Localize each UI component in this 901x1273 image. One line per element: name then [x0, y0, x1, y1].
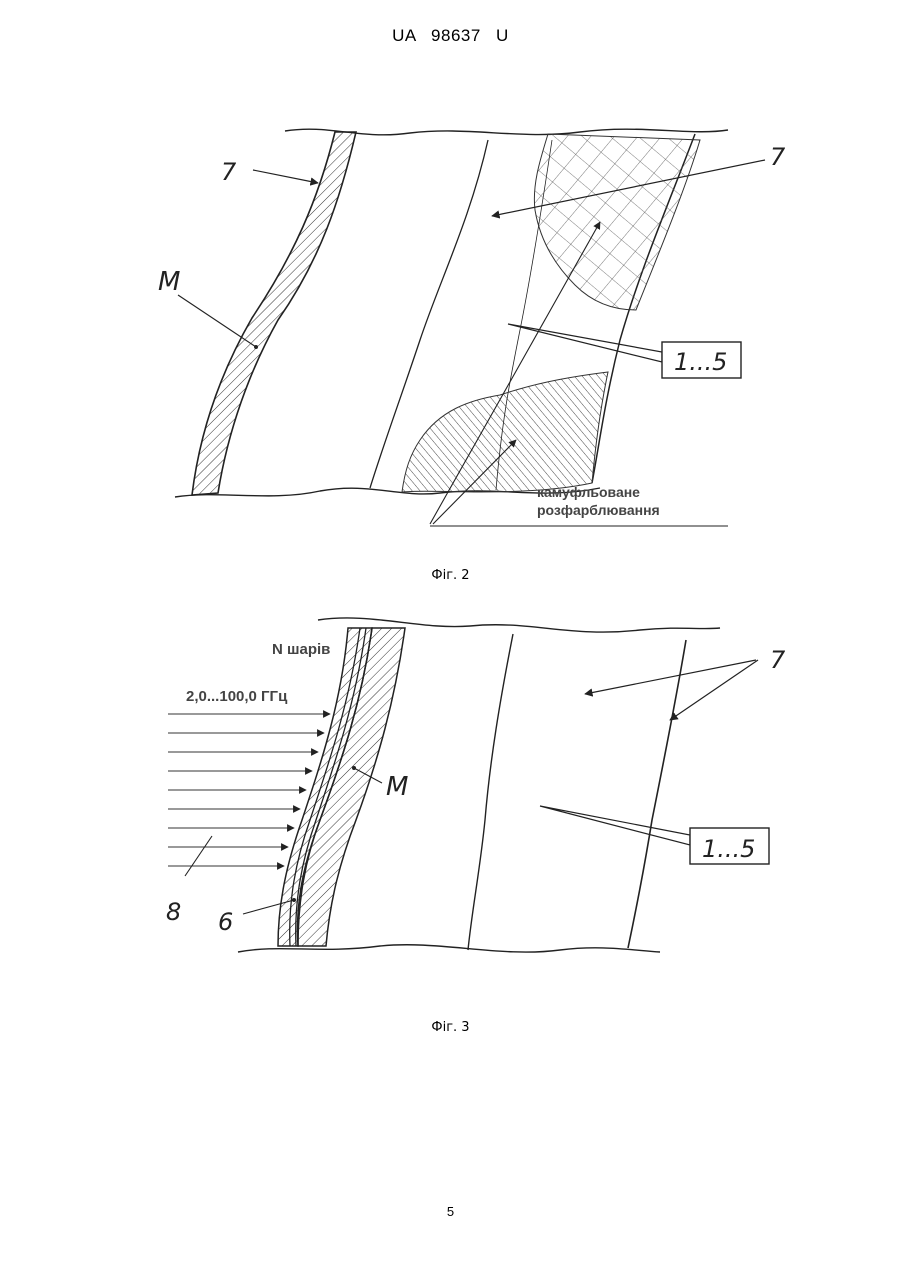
ref-6-label: 6: [218, 908, 233, 936]
ref-m-label: M: [158, 267, 180, 297]
figure-3-caption: Фіг. 3: [0, 1020, 901, 1035]
layers-label: N шарів: [272, 641, 330, 658]
figure-2-caption: Фіг. 2: [0, 568, 901, 583]
page-number: 5: [0, 1204, 901, 1219]
ref-1-5-label-fig3: 1...5: [702, 835, 755, 863]
ref-1-5-label: 1...5: [674, 348, 727, 376]
camouflage-label-line2: розфарблювання: [537, 502, 660, 518]
ref-8-label: 8: [166, 898, 181, 926]
ref-7-right-label: 7: [770, 143, 786, 171]
camouflage-patch-crosshatch: [534, 134, 700, 310]
ref-7-label-fig3: 7: [770, 646, 786, 674]
figure-2-drawing: [175, 129, 765, 526]
ref-7-left-label: 7: [221, 158, 237, 186]
camouflage-label-line1: камуфльоване: [537, 484, 640, 500]
layer-m-hatched: [192, 132, 356, 495]
ref-m-label-fig3: M: [386, 772, 408, 802]
frequency-label: 2,0...100,0 ГГц: [186, 688, 288, 705]
figure-3-drawing: [168, 618, 769, 952]
